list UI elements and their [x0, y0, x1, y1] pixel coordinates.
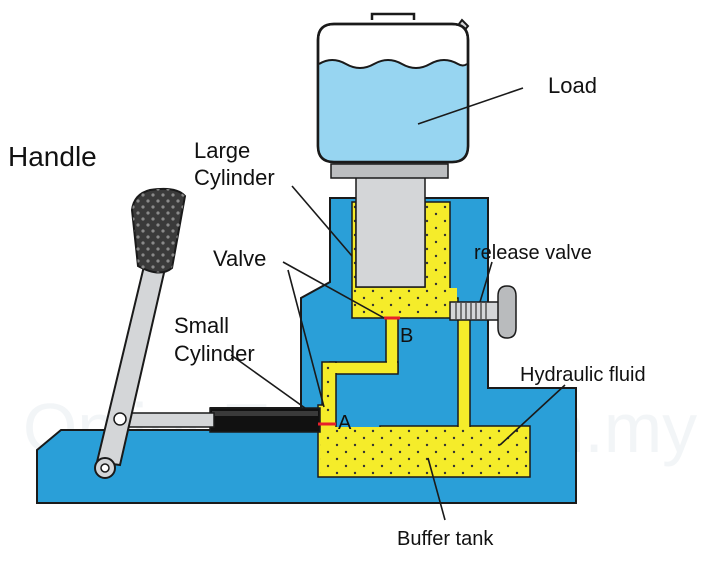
- small-cylinder: [117, 407, 321, 433]
- label-valve: Valve: [213, 246, 266, 271]
- label-buffer-tank: Buffer tank: [397, 528, 494, 550]
- label-large-cylinder-2: Cylinder: [194, 165, 275, 190]
- load-container: [316, 12, 470, 164]
- hydraulic-fluid: [317, 201, 531, 478]
- label-hydraulic-fluid: Hydraulic fluid: [520, 364, 646, 386]
- label-release-valve: release valve: [474, 242, 592, 264]
- label-small-cylinder-1: Small: [174, 313, 229, 338]
- handle: [94, 187, 187, 479]
- label-large-cylinder-1: Large: [194, 138, 250, 163]
- label-point-a: A: [338, 412, 352, 434]
- label-handle: Handle: [8, 141, 97, 172]
- label-load: Load: [548, 73, 597, 98]
- release-valve: [449, 285, 517, 339]
- label-small-cylinder-2: Cylinder: [174, 341, 255, 366]
- label-point-b: B: [400, 325, 413, 347]
- large-piston-cap: [330, 163, 449, 179]
- leader-lines: [230, 87, 566, 521]
- large-piston: [355, 175, 426, 288]
